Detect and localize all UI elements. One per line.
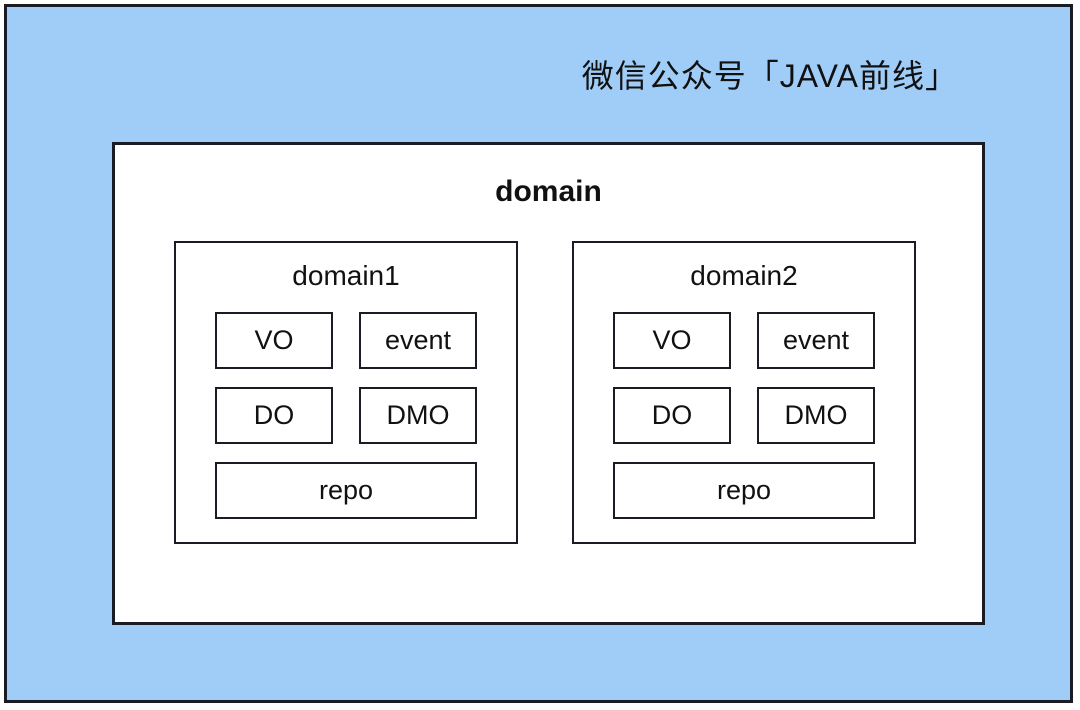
domain2-box: domain2 VO event DO DMO repo [572, 241, 916, 544]
domain-panel: domain domain1 VO event DO DMO repo doma… [112, 142, 985, 625]
domain1-vo-box: VO [215, 312, 333, 369]
domain1-label: domain1 [292, 260, 400, 291]
domain1-dmo-box: DMO [359, 387, 477, 444]
wechat-watermark: 微信公众号「JAVA前线」 [581, 58, 958, 94]
domain1-do-box: DO [215, 387, 333, 444]
domain2-event-box: event [757, 312, 875, 369]
domain1-repo-box: repo [215, 462, 477, 519]
domain2-do-box: DO [613, 387, 731, 444]
domain2-label: domain2 [690, 260, 798, 291]
domain2-cell-grid: VO event DO DMO repo [613, 312, 875, 519]
domain2-repo-box: repo [613, 462, 875, 519]
diagram-canvas: 微信公众号「JAVA前线」 domain domain1 VO event DO… [4, 4, 1073, 703]
domain2-vo-box: VO [613, 312, 731, 369]
domain1-cell-grid: VO event DO DMO repo [215, 312, 477, 519]
domain-title: domain [495, 175, 602, 208]
domain2-dmo-box: DMO [757, 387, 875, 444]
domain1-box: domain1 VO event DO DMO repo [174, 241, 518, 544]
domain1-event-box: event [359, 312, 477, 369]
